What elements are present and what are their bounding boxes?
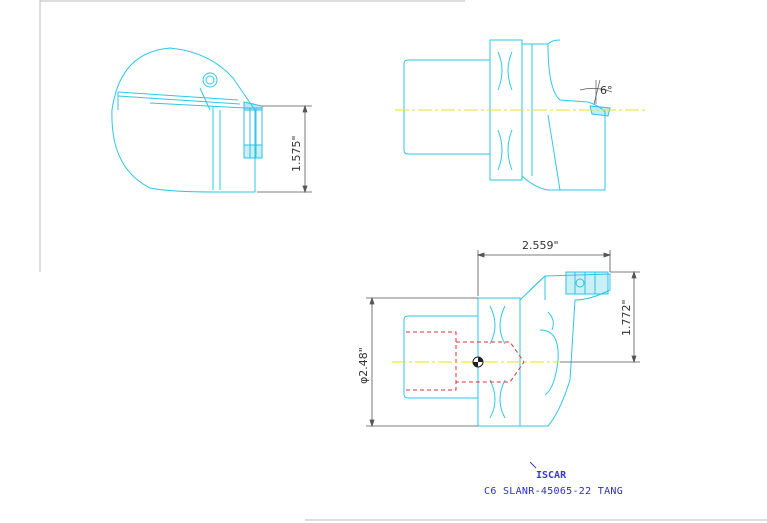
angle-label: 6° — [600, 84, 613, 97]
diameter-label: φ2.48" — [357, 347, 370, 384]
front-view-hidden-lines — [406, 331, 525, 391]
diameter-dimension — [366, 296, 478, 428]
length-dimension — [476, 250, 612, 296]
center-marker — [472, 356, 484, 368]
front-view-insert — [565, 271, 609, 295]
side-height-label: 1.575" — [290, 135, 303, 172]
length-label: 2.559" — [522, 239, 559, 252]
height-label: 1.772" — [620, 299, 633, 336]
logo-text: ISCAR — [536, 470, 567, 481]
angle-dimension — [579, 79, 613, 105]
height-dimension — [560, 270, 640, 364]
sheet-border — [39, 0, 767, 521]
top-view — [403, 39, 606, 191]
front-view — [403, 273, 611, 427]
top-view-insert — [589, 105, 611, 117]
iscar-logo: ISCAR — [529, 461, 567, 481]
side-view-insert — [243, 101, 263, 159]
side-view — [111, 47, 256, 193]
part-number: C6 SLANR-45065-22 TANG — [484, 486, 623, 497]
side-view-dimension — [257, 104, 312, 194]
